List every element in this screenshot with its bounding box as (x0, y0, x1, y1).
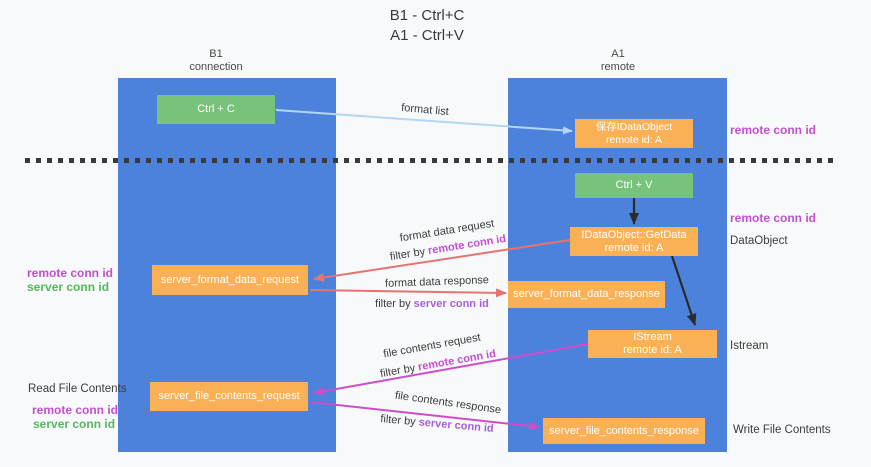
format-data-response-arrow (309, 288, 507, 298)
node-istream-line1: IStream (633, 331, 672, 343)
filter-by-text: filter by (389, 245, 430, 264)
node-ctrl-v-label: Ctrl + V (615, 179, 653, 191)
annotation-server-conn-id-left-1: server conn id (27, 280, 110, 294)
file-contents-response-filter-label: filter by server conn id (380, 413, 494, 435)
title-line-2: A1 - Ctrl+V (390, 27, 464, 44)
node-server-file-contents-response: server_file_contents_response (543, 418, 705, 444)
lane-a1-name: A1 (611, 48, 625, 60)
node-server-file-contents-response-label: server_file_contents_response (549, 424, 699, 437)
file-contents-response-label: file contents response (394, 389, 502, 417)
node-ctrl-c: Ctrl + C (157, 95, 275, 124)
format-data-response-label: format data response (384, 274, 490, 290)
lane-header-b1: B1 connection (156, 48, 276, 74)
filter-by-text: filter by (379, 361, 420, 381)
format-list-label: format list (400, 101, 450, 119)
annotation-dataobject: DataObject (730, 235, 788, 247)
filter-by-text: filter by (375, 298, 414, 310)
server-conn-id-key: server conn id (413, 298, 489, 310)
node-istream: IStream remote id: A (588, 330, 717, 358)
node-save-idataobject-line2: remote id: A (605, 133, 663, 146)
lane-b1-name: B1 (209, 48, 223, 60)
node-istream-line2: remote id: A (623, 344, 682, 356)
title-line-1: B1 - Ctrl+C (389, 7, 465, 24)
node-save-idataobject-line1: 保存IDataObject (595, 120, 673, 133)
phase-divider-dashed-line (25, 158, 833, 163)
node-server-format-data-request-label: server_format_data_request (160, 273, 300, 286)
lane-header-a1: A1 remote (558, 48, 678, 74)
node-save-idataobject: 保存IDataObject remote id: A (575, 119, 693, 148)
node-server-format-data-response: server_format_data_response (508, 281, 665, 308)
node-ctrl-c-label: Ctrl + C (197, 103, 235, 115)
annotation-read-file-contents: Read File Contents (28, 383, 127, 395)
node-getdata-line2: remote id: A (604, 241, 664, 254)
annotation-remote-conn-id-mid-right: remote conn id (730, 211, 817, 225)
node-ctrl-v: Ctrl + V (575, 173, 693, 198)
filter-by-text: filter by (379, 413, 420, 429)
node-getdata-line1: IDataObject::GetData (581, 228, 687, 241)
annotation-istream: Istream (730, 340, 769, 352)
node-server-format-data-response-label: server_format_data_response (513, 288, 660, 300)
diagram-title: B1 - Ctrl+C A1 - Ctrl+V (327, 6, 527, 46)
node-server-file-contents-request: server_file_contents_request (150, 382, 308, 411)
server-conn-id-key: server conn id (418, 416, 495, 435)
annotation-remote-conn-id-top-right: remote conn id (730, 123, 817, 137)
node-idataobject-getdata: IDataObject::GetData remote id: A (570, 227, 698, 256)
node-server-file-contents-request-label: server_file_contents_request (158, 390, 300, 402)
format-data-response-filter-label: filter by server conn id (375, 298, 489, 310)
node-server-format-data-request: server_format_data_request (152, 265, 308, 295)
annotation-server-conn-id-left-2: server conn id (33, 417, 116, 431)
annotation-write-file-contents: Write File Contents (733, 424, 831, 436)
lane-a1-role: remote (600, 61, 636, 73)
annotation-remote-conn-id-left-2: remote conn id (32, 403, 119, 417)
annotation-remote-conn-id-left-1: remote conn id (27, 266, 114, 280)
lane-b1-role: connection (189, 61, 243, 73)
